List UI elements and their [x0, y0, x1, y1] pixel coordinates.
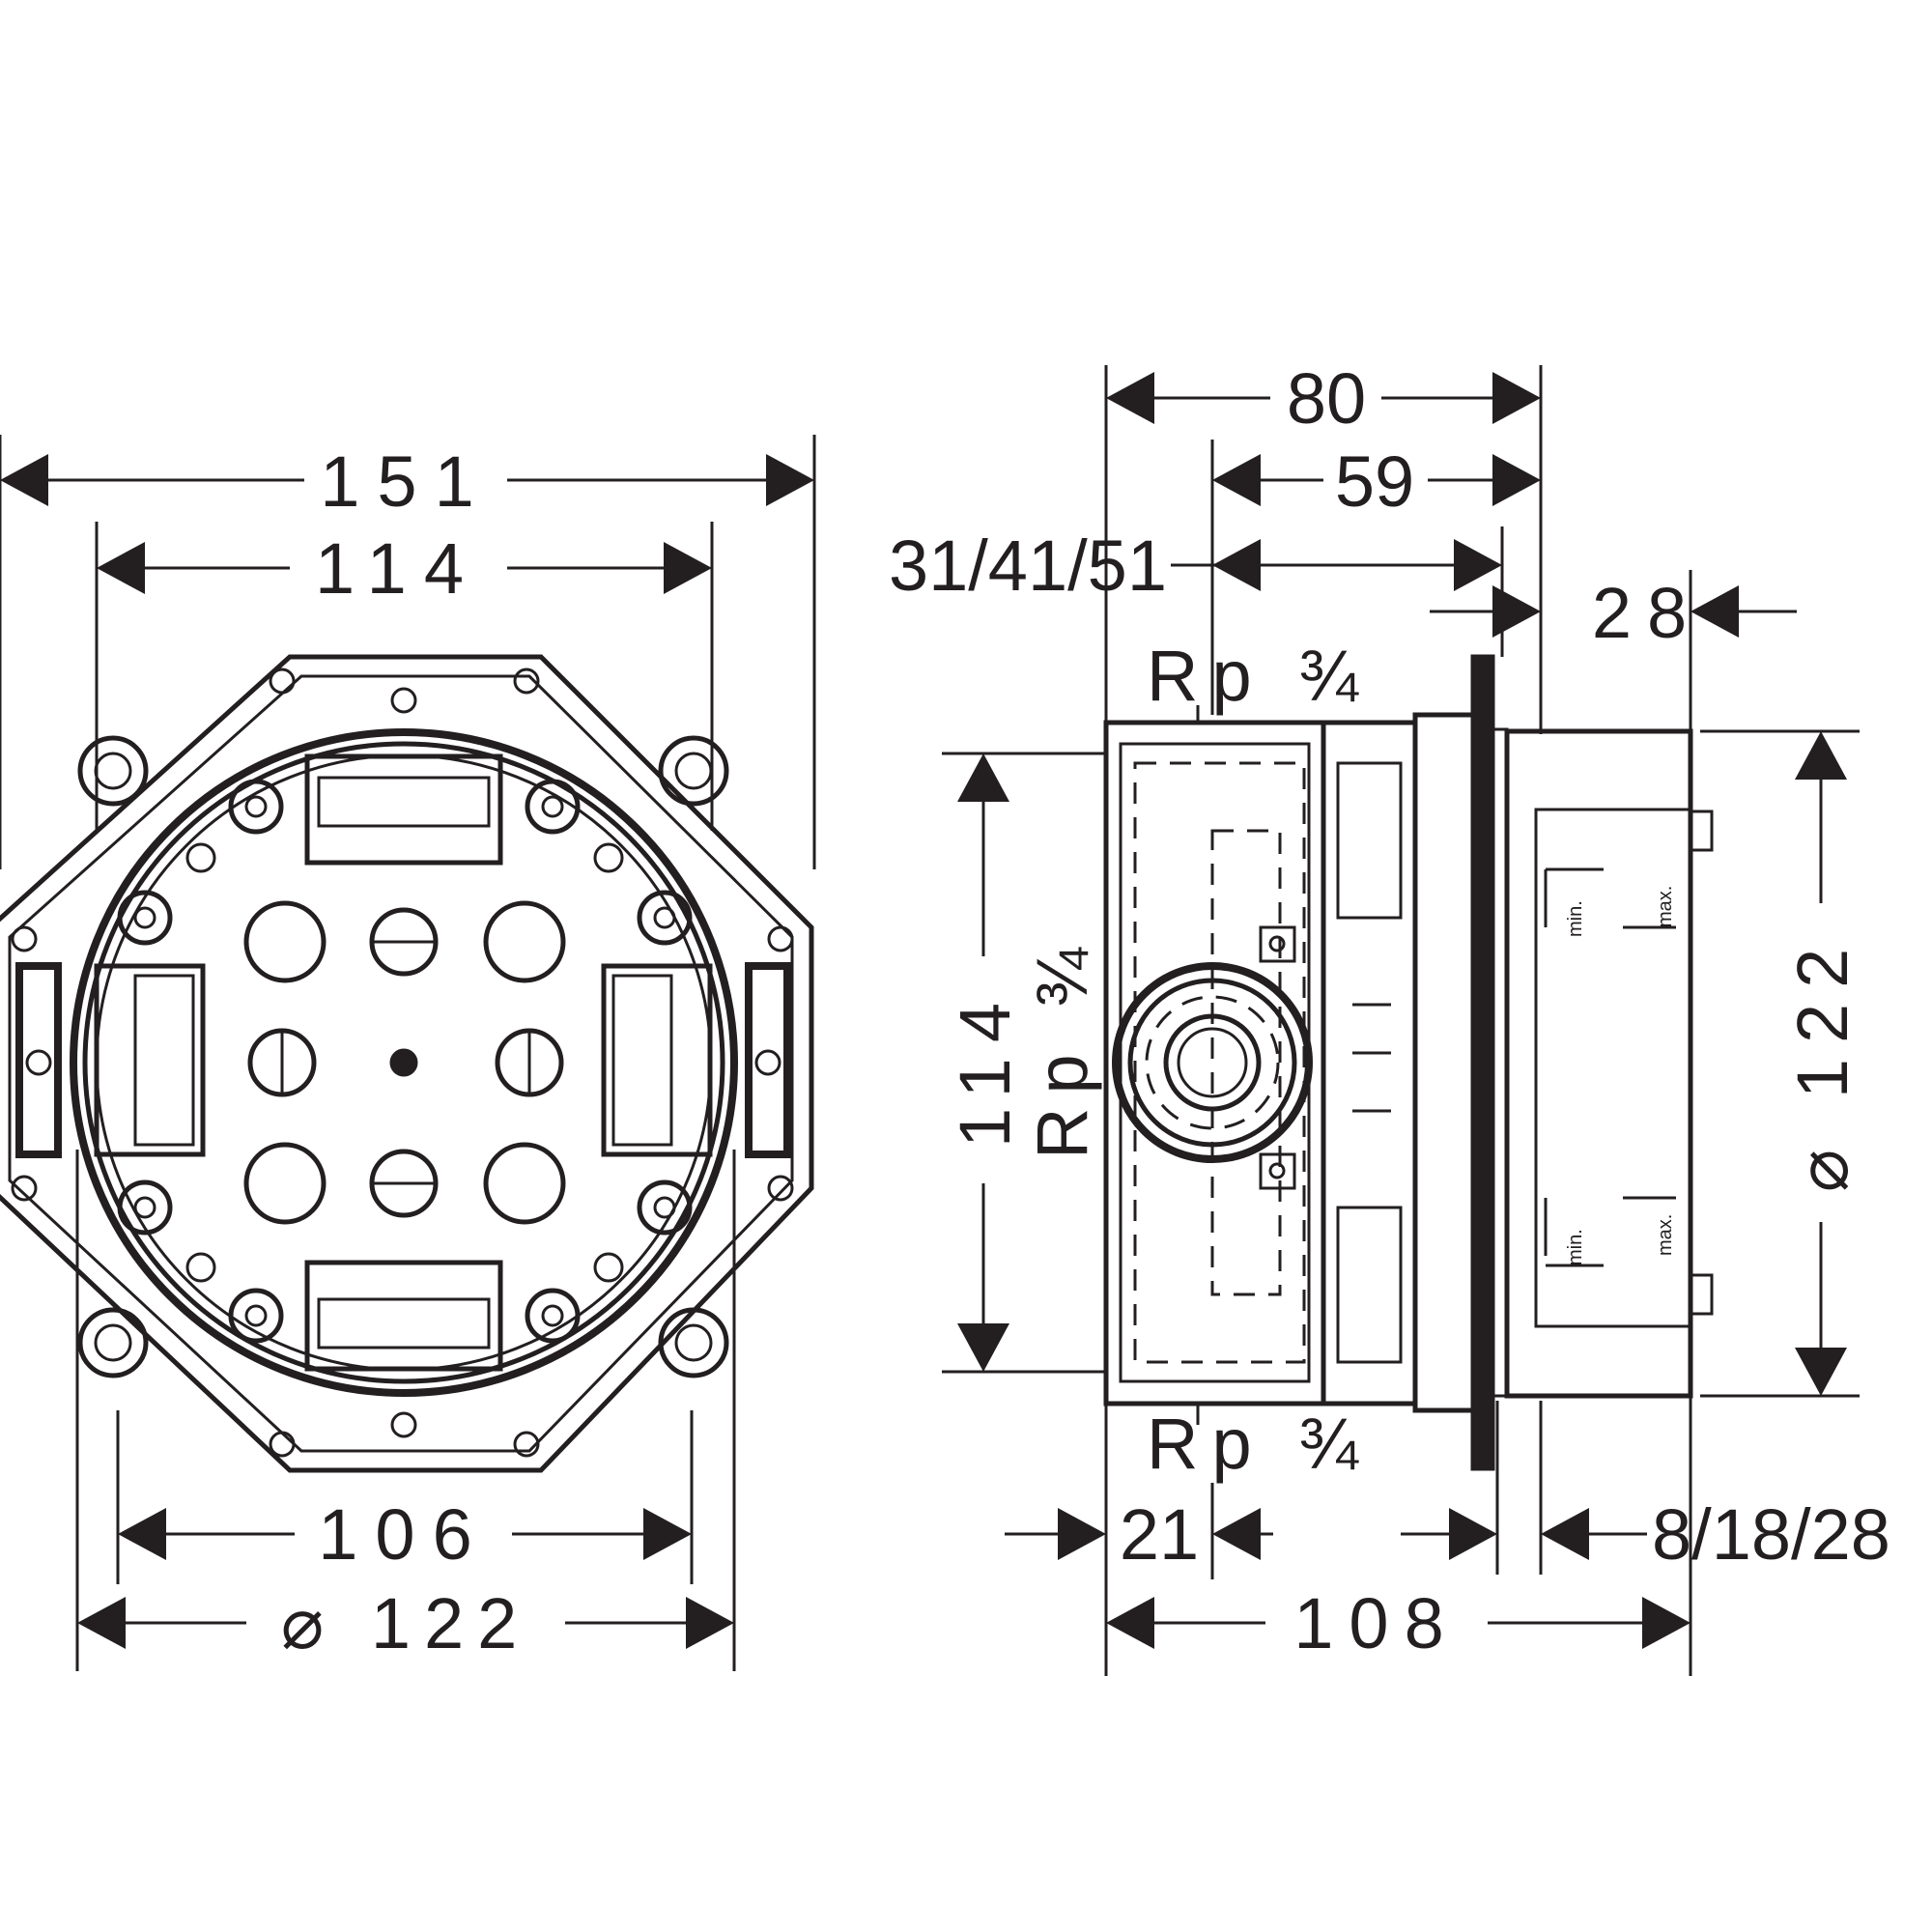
right-block [601, 962, 791, 1158]
dim-151-label: 151 [320, 441, 491, 522]
bottom-block [304, 1260, 503, 1372]
screw-bosses [11, 668, 794, 1458]
dimension-diameter-122-front: ⌀ 122 [77, 1583, 734, 1663]
dim-114-front-label: 114 [315, 528, 481, 609]
dim-21-label: 21 [1120, 1494, 1199, 1575]
max-label-bottom: max. [1655, 1214, 1676, 1256]
dimension-151: 151 [0, 441, 814, 522]
min-label-bottom: min. [1565, 1229, 1586, 1265]
octagon-frame-inner [8, 674, 794, 1453]
dim-d122-front-label: ⌀ 122 [281, 1583, 531, 1663]
dim-8-18-28-label: 8/18/28 [1652, 1494, 1890, 1575]
dim-108-label: 108 [1293, 1583, 1459, 1663]
thread-top-label: Rp ¾ [1147, 636, 1372, 716]
dim-114-side-label: 114 [945, 987, 1025, 1148]
dimension-31-41-51: 31/41/51 [889, 526, 1502, 606]
dim-d122-side-label: ⌀ 122 [1782, 933, 1862, 1193]
octagon-frame-outer [0, 654, 814, 1473]
left-block [15, 962, 206, 1158]
main-ring [70, 728, 738, 1397]
valve-body [1103, 654, 1509, 1471]
side-view: 80 59 31/41/51 28 [889, 358, 1890, 1676]
dim-31-41-51-label: 31/41/51 [889, 526, 1167, 606]
dimension-80: 80 [1106, 358, 1541, 439]
top-block [304, 753, 503, 866]
dim-106-label: 106 [318, 1494, 489, 1575]
dimension-114-front: 114 [97, 528, 712, 609]
dimension-59: 59 [1212, 441, 1541, 522]
dimension-114-side: 114 [945, 753, 1025, 1372]
dim-28-label: 28 [1592, 573, 1702, 653]
min-label-top: min. [1565, 900, 1586, 937]
cover-plate: min. max. min. max. [1504, 728, 1714, 1399]
thread-bottom-label: Rp ¾ [1147, 1404, 1372, 1484]
thread-left-label: Rp ¾ [1022, 934, 1102, 1159]
dimension-108: 108 [1106, 1583, 1690, 1663]
mounting-lugs [77, 735, 729, 1378]
front-view: 151 114 106 ⌀ 122 [0, 435, 816, 1671]
dimension-21: 21 [1005, 1494, 1273, 1575]
dim-59-label: 59 [1335, 441, 1414, 522]
dimension-106: 106 [118, 1494, 692, 1575]
dimension-8-18-28: 8/18/28 [1401, 1494, 1890, 1575]
port-grid [243, 900, 566, 1225]
side-port [1112, 962, 1313, 1163]
dimension-diameter-122-side: ⌀ 122 [1782, 731, 1862, 1396]
dimension-28: 28 [1430, 573, 1797, 653]
max-label-top: max. [1655, 886, 1676, 927]
dim-80-label: 80 [1287, 358, 1366, 439]
